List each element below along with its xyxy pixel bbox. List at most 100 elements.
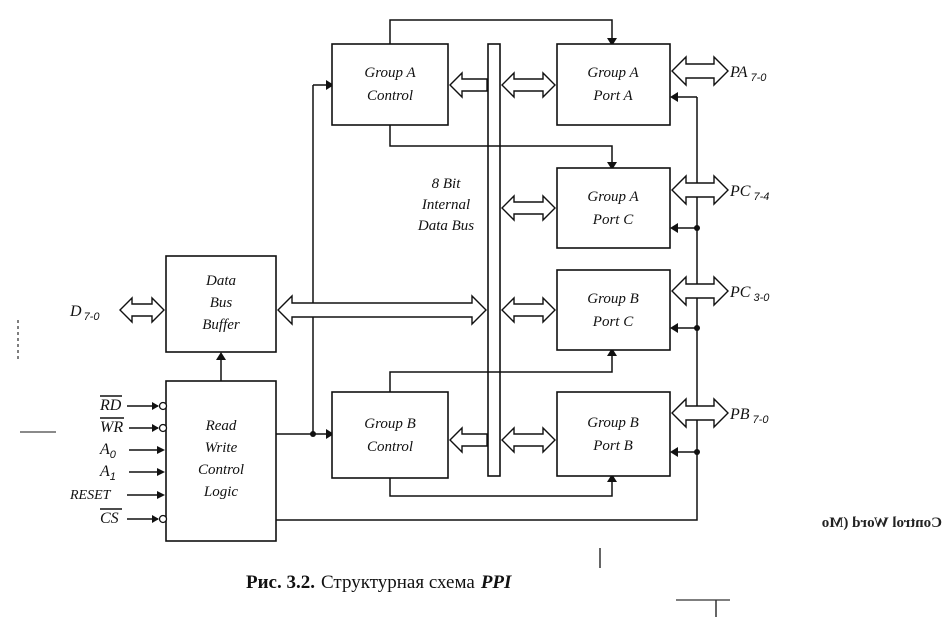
input-cs-label: CS [100,510,119,527]
bus-arrow-porta [501,71,556,99]
wire-gbc-to-pcl [389,350,613,392]
group-a-port-c-line1: Group A [587,189,639,205]
group-b-port-b-block: Group B Port B [556,391,671,477]
arrow-gbc-left [326,429,334,439]
arrow-tap-porta [670,92,678,102]
wire-gac-to-porta [389,19,613,44]
rw-logic-line2: Write [205,440,238,456]
bus-arrow-pcu-out [671,174,729,206]
input-a0-label: A0 [99,441,117,461]
port-pcu-name: PC [729,183,751,200]
bus-arrow-pa-out [671,55,729,87]
caption-prefix: Рис. 3.2. [246,572,315,593]
data-bus-range: 7-0 [84,311,101,323]
internal-bus-label-line2: Internal [421,197,470,213]
arrow-pcu-top [607,162,617,170]
group-b-port-c-block: Group B Port C [556,269,671,351]
rw-logic-line3: Control [198,462,244,478]
rw-logic-line1: Read [205,418,237,434]
data-bus-name: D [69,303,82,320]
caption-suffix: PPI [480,572,512,593]
bus-arrow-pcl [501,296,556,324]
port-pa-name: PA [729,64,748,81]
input-cs-bubble [158,514,168,524]
arrow-buffer-bottom [216,352,226,360]
input-a0-sub: 0 [110,449,117,461]
junction-pb [694,449,700,455]
internal-data-bus-bar [487,43,501,477]
input-a1-arrow [157,468,165,476]
input-a1-name: A [99,463,110,480]
data-bus-buffer-line1: Data [205,273,236,289]
input-wr-label: WR [100,419,123,436]
bleed-through-text: Control Word (Mo [822,515,942,531]
group-b-control-block: Group B Control [331,391,449,479]
group-a-control-block: Group A Control [331,43,449,126]
wire-gbc-to-portb [389,476,613,497]
bus-arrow-to-gbc [449,426,488,454]
junction-pcu [694,225,700,231]
junction-pcl [694,325,700,331]
group-a-port-a-line1: Group A [587,65,639,81]
input-reset-label: RESET [69,488,112,503]
rw-logic-line4: Logic [203,484,239,500]
data-bus-buffer-block: Data Bus Buffer [165,255,277,353]
group-b-port-b-line2: Port B [592,438,633,454]
bus-arrow-buffer [277,294,487,326]
group-a-port-c-block: Group A Port C [556,167,671,249]
group-a-port-a-line2: Port A [592,88,633,104]
internal-bus-label-line3: Data Bus [417,218,474,234]
arrow-tap-pb [670,447,678,457]
input-rd-arrow [152,402,159,410]
input-a0-arrow [157,446,165,454]
group-a-port-a-block: Group A Port A [556,43,671,126]
arrow-portb-bottom [607,474,617,482]
arrow-porta-top [607,38,617,46]
port-pcl-range: 3-0 [753,292,770,304]
internal-bus-label: 8 Bit Internal Data Bus [417,176,474,234]
input-a1-label: A1 [99,463,116,483]
arrow-pcl-bottom [607,348,617,356]
group-b-control-line2: Control [367,439,413,455]
group-b-port-c-line1: Group B [587,291,639,307]
group-a-control-line1: Group A [364,65,416,81]
arrow-tap-pcl [670,323,678,333]
internal-bus-label-line1: 8 Bit [432,176,462,192]
arrow-tap-pcu [670,223,678,233]
input-a0-name: A [99,441,110,458]
input-a1-sub: 1 [110,471,116,483]
caption-text: Структурная схема [321,572,475,593]
bus-arrow-portb [501,426,556,454]
group-b-port-c-line2: Port C [592,314,634,330]
bus-arrow-to-gac [449,71,488,99]
bus-arrow-pb-out [671,397,729,429]
group-a-port-c-line2: Port C [592,212,634,228]
bus-arrow-pcl-out [671,275,729,307]
wire-gac-to-pcu [389,125,613,168]
bus-arrow-d [119,296,165,324]
read-write-control-logic-block: Read Write Control Logic [165,380,277,542]
input-rd-label: RD [99,397,122,414]
group-a-control-line2: Control [367,88,413,104]
input-rd-bubble [158,401,168,411]
arrow-gac-left [326,80,334,90]
port-pcu-range: 7-4 [753,191,769,203]
group-b-control-line1: Group B [364,416,416,432]
group-b-port-b-line1: Group B [587,415,639,431]
port-pa-range: 7-0 [750,72,767,84]
port-pcl-name: PC [729,284,751,301]
bus-arrow-pcu [501,194,556,222]
data-bus-buffer-line2: Bus [210,295,233,311]
input-wr-arrow [152,424,159,432]
input-reset-arrow [157,491,165,499]
data-bus-buffer-line3: Buffer [202,317,240,333]
input-wr-bubble [158,423,168,433]
control-inputs: RD WR A0 A1 RESET CS [69,395,168,527]
